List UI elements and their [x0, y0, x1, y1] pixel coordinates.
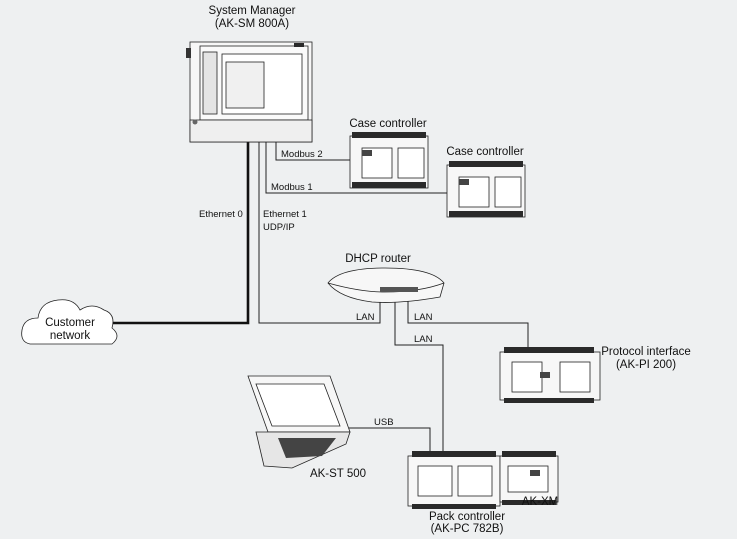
system-manager-model: (AK-SM 800A): [215, 18, 289, 30]
modbus1-line: [265, 140, 447, 194]
laptop-title: AK-ST 500: [310, 468, 366, 480]
customer-network-line2: network: [50, 330, 91, 342]
ethernet0-label: Ethernet 0: [199, 209, 243, 220]
dhcp-router-title: DHCP router: [345, 253, 411, 265]
lan-router-label: LAN: [356, 312, 375, 323]
case-controller-2-title: Case controller: [446, 146, 524, 158]
dhcp-router-device[interactable]: [327, 267, 445, 303]
protocol-interface-model: (AK-PI 200): [616, 359, 676, 371]
lan-router-line: [343, 302, 381, 324]
modbus2-label: Modbus 2: [281, 149, 323, 160]
pack-controller-title: Pack controller: [429, 511, 505, 523]
ethernet1-protocol-label: UDP/IP: [263, 222, 295, 233]
case-controller-2-device[interactable]: [446, 161, 526, 218]
modbus2-line: [275, 140, 350, 161]
pack-controller-device[interactable]: [407, 451, 501, 509]
case-controller-1-title: Case controller: [349, 118, 427, 130]
ak-xm-title: AK-XM: [522, 496, 558, 508]
customer-network-line1: Customer: [45, 317, 95, 329]
case-controller-1-device[interactable]: [349, 132, 429, 189]
lan-protocol-label: LAN: [414, 312, 433, 323]
pack-controller-model: (AK-PC 782B): [431, 523, 504, 535]
lan-pack-label: LAN: [414, 334, 433, 345]
protocol-interface-title: Protocol interface: [601, 346, 691, 358]
usb-line: [349, 427, 431, 455]
ethernet1-label: Ethernet 1: [263, 209, 307, 220]
usb-label: USB: [374, 417, 394, 428]
ethernet1-line: [258, 140, 343, 324]
system-manager-title: System Manager: [209, 5, 296, 17]
ak-xm-device[interactable]: [499, 451, 559, 505]
customer-network-cloud[interactable]: [21, 299, 118, 345]
modbus1-label: Modbus 1: [271, 182, 313, 193]
laptop-device[interactable]: [247, 375, 351, 469]
ethernet0-line: [112, 140, 250, 325]
protocol-interface-device[interactable]: [499, 347, 601, 403]
lan-pack-line: [394, 300, 444, 455]
system-manager-device[interactable]: [186, 41, 313, 143]
lan-protocol-line: [407, 300, 529, 350]
